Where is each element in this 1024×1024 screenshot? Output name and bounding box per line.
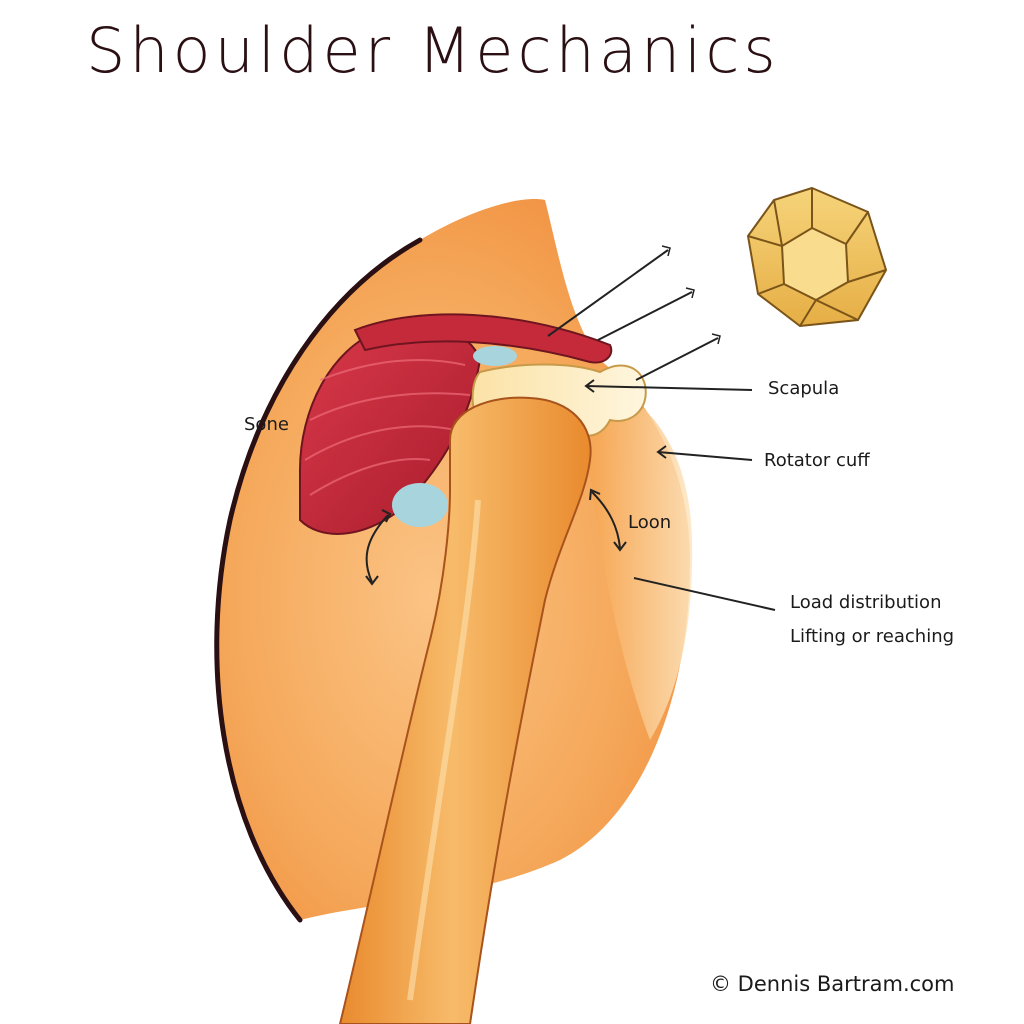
leader-line-2-hook [685, 287, 695, 299]
label-load-distribution: Load distribution [790, 592, 941, 613]
leader-line-1 [547, 249, 669, 337]
label-lifting: Lifting or reaching [790, 626, 954, 647]
cartilage-upper [473, 346, 517, 366]
page-title: Shoulder Mechanics [86, 14, 780, 87]
motion-arrow-left [365, 514, 389, 583]
humerus-bone [338, 396, 592, 1024]
rotator-cuff-region [590, 380, 693, 740]
humerus-highlight [407, 499, 481, 1001]
motion-arrow-right-head-bottom [613, 541, 627, 552]
load-leader [633, 577, 776, 611]
label-rotator-cuff: Rotator cuff [764, 450, 870, 471]
leader-line-3-hook [711, 333, 721, 345]
leader-line-2 [597, 291, 693, 341]
rotator-cuff-leader [657, 451, 753, 461]
leader-line-1-hook [661, 245, 671, 257]
cartilage-lower [392, 483, 448, 527]
label-loon: Loon [628, 512, 671, 533]
motion-arrow-left-head-top [381, 509, 392, 523]
copyright-credit: © Dennis Bartram.com [710, 972, 955, 996]
clavicle-band [353, 313, 613, 364]
motion-arrow-right-head-top [589, 488, 601, 501]
motion-arrow-right [591, 491, 621, 549]
label-scapula: Scapula [768, 378, 839, 399]
scapula-leader-head [584, 379, 595, 393]
label-sone: Sone [244, 414, 289, 435]
leader-line-3 [635, 337, 719, 381]
rotator-cuff-leader-head [656, 445, 667, 459]
motion-arrow-left-head-bottom [365, 575, 379, 586]
polyhedron-icon [746, 186, 888, 328]
scapula-leader [585, 385, 753, 391]
muscle-fiber-lines [304, 359, 471, 496]
shoulder-outline [214, 237, 423, 923]
